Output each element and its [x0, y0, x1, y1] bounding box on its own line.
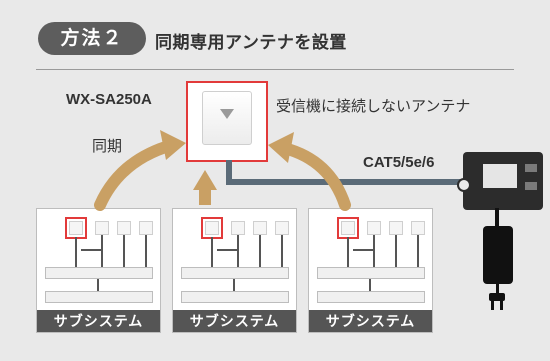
wire — [353, 249, 375, 251]
sync-antenna — [186, 81, 268, 162]
antenna-device-icon — [202, 91, 252, 145]
sync-arrow-right-head — [268, 132, 294, 163]
plug-prong — [491, 300, 494, 310]
access-point-icon — [411, 221, 425, 235]
access-point-icon — [275, 221, 289, 235]
cable-vertical — [226, 160, 232, 185]
poe-injector — [457, 152, 543, 210]
access-point-icon — [253, 221, 267, 235]
sync-label: 同期 — [92, 138, 123, 155]
wire — [101, 235, 103, 269]
wire — [373, 235, 375, 269]
adapter-cord — [495, 208, 499, 228]
wire — [217, 249, 239, 251]
wire — [259, 235, 261, 269]
wire — [145, 235, 147, 269]
subsystem-label: サブシステム — [173, 310, 296, 332]
receiver-unit — [181, 291, 289, 303]
wire — [211, 237, 213, 269]
antenna-logo-icon — [220, 109, 234, 119]
wire — [417, 235, 419, 269]
injector-label-plate — [483, 164, 517, 188]
sync-arrow-right — [278, 142, 351, 211]
injector-port-icon — [525, 182, 537, 190]
access-point-icon — [205, 221, 219, 235]
receiver-unit — [45, 267, 153, 279]
access-point-icon — [95, 221, 109, 235]
access-point-icon — [389, 221, 403, 235]
injector-port-icon — [525, 164, 537, 172]
injector-jack-icon — [457, 178, 471, 192]
sync-arrow-left-head — [160, 130, 186, 160]
receiver-unit — [317, 267, 425, 279]
wire — [75, 237, 77, 269]
wire — [395, 235, 397, 269]
access-point-icon — [139, 221, 153, 235]
antenna-description: 受信機に接続しないアンテナ — [276, 98, 471, 115]
plug-prong — [500, 300, 503, 310]
subsystem-3: サブシステム — [308, 208, 433, 333]
receiver-unit — [45, 291, 153, 303]
wire — [347, 237, 349, 269]
ac-adapter-icon — [483, 226, 513, 284]
wire — [369, 279, 371, 291]
method-title: 同期専用アンテナを設置 — [155, 33, 347, 52]
access-point-icon — [117, 221, 131, 235]
wire — [97, 279, 99, 291]
access-point-icon — [69, 221, 83, 235]
wire — [281, 235, 283, 269]
access-point-icon — [341, 221, 355, 235]
subsystem-2: サブシステム — [172, 208, 297, 333]
subsystem-1: サブシステム — [36, 208, 161, 333]
plug-cord — [496, 282, 499, 296]
receiver-unit — [181, 267, 289, 279]
access-point-icon — [367, 221, 381, 235]
method-badge: 方法２ — [38, 22, 146, 55]
access-point-icon — [231, 221, 245, 235]
cable-horizontal — [226, 179, 472, 185]
sync-arrow-middle-head — [193, 170, 217, 190]
wire — [81, 249, 103, 251]
subsystem-label: サブシステム — [37, 310, 160, 332]
antenna-model-label: WX-SA250A — [66, 91, 152, 108]
cable-type-label: CAT5/5e/6 — [363, 154, 435, 171]
wire — [123, 235, 125, 269]
power-plug-icon — [489, 293, 505, 301]
receiver-unit — [317, 291, 425, 303]
divider — [36, 69, 514, 70]
wire — [237, 235, 239, 269]
wire — [233, 279, 235, 291]
subsystem-label: サブシステム — [309, 310, 432, 332]
